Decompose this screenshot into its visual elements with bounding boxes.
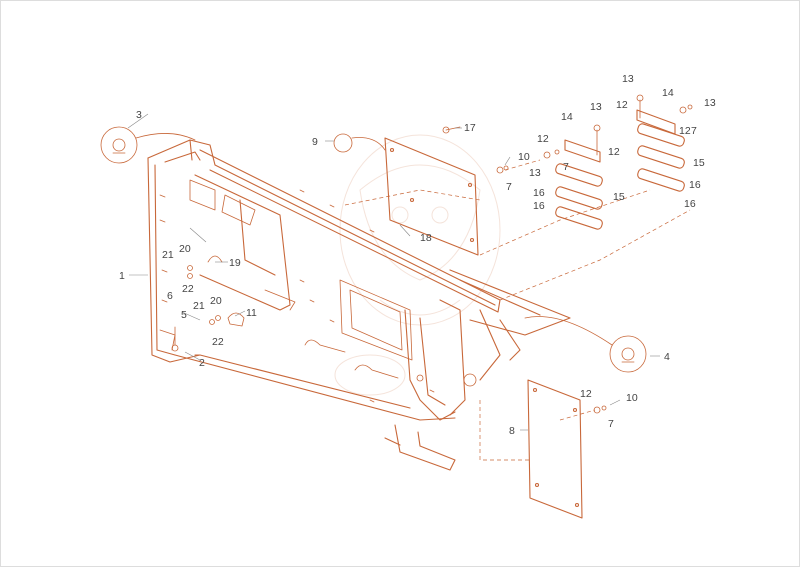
callout-15-b: 15 [693, 157, 705, 169]
detail-circles [100, 126, 647, 373]
callout-14-a: 14 [561, 111, 573, 123]
callout-16-c: 16 [689, 179, 701, 191]
callout-8: 8 [509, 425, 515, 437]
callout-3: 3 [136, 109, 142, 121]
callout-13-d: 13 [704, 97, 716, 109]
callout-6: 6 [167, 290, 173, 302]
callout-9: 9 [312, 136, 318, 148]
callout-13-a: 13 [622, 73, 634, 85]
callout-18: 18 [420, 232, 432, 244]
callout-labels: 1 2 3 4 5 6 7 7 7 7 8 9 10 10 11 12 12 1… [119, 73, 716, 437]
callout-7-a: 7 [506, 181, 512, 193]
callout-20-b: 20 [210, 295, 222, 307]
callout-12-b: 12 [608, 146, 620, 158]
callout-16-b: 16 [533, 200, 545, 212]
callout-13-b: 13 [590, 101, 602, 113]
callout-17: 17 [464, 122, 476, 134]
callout-4: 4 [664, 351, 670, 363]
callout-7-d: 7 [608, 418, 614, 430]
callout-19: 19 [229, 257, 241, 269]
callout-16-a: 16 [533, 187, 545, 199]
side-plate-8 [527, 379, 583, 519]
callout-12-d: 12 [679, 125, 691, 137]
callout-15-a: 15 [613, 191, 625, 203]
clamp-set [555, 109, 685, 230]
callout-13-c: 13 [529, 167, 541, 179]
callout-2: 2 [199, 357, 205, 369]
callout-1: 1 [119, 270, 125, 282]
main-frame [147, 139, 571, 471]
cover-plate-18 [384, 137, 479, 256]
callout-10-b: 10 [626, 392, 638, 404]
callout-16-d: 16 [684, 198, 696, 210]
callout-20-a: 20 [179, 243, 191, 255]
callout-22-a: 22 [182, 283, 194, 295]
callout-12-a: 12 [537, 133, 549, 145]
callout-5: 5 [181, 309, 187, 321]
callout-12-c: 12 [616, 99, 628, 111]
callout-21-b: 21 [193, 300, 205, 312]
callout-7-c: 7 [691, 125, 697, 137]
watermark-logo [334, 134, 501, 396]
callout-12-e: 12 [580, 388, 592, 400]
callout-10-a: 10 [518, 151, 530, 163]
callout-11: 11 [246, 307, 257, 319]
callout-14-b: 14 [662, 87, 674, 99]
callout-7-b: 7 [563, 161, 569, 173]
callout-22-b: 22 [212, 336, 224, 348]
callout-21-a: 21 [162, 249, 174, 261]
assembly-lines [344, 159, 691, 461]
leader-lines [127, 113, 660, 431]
